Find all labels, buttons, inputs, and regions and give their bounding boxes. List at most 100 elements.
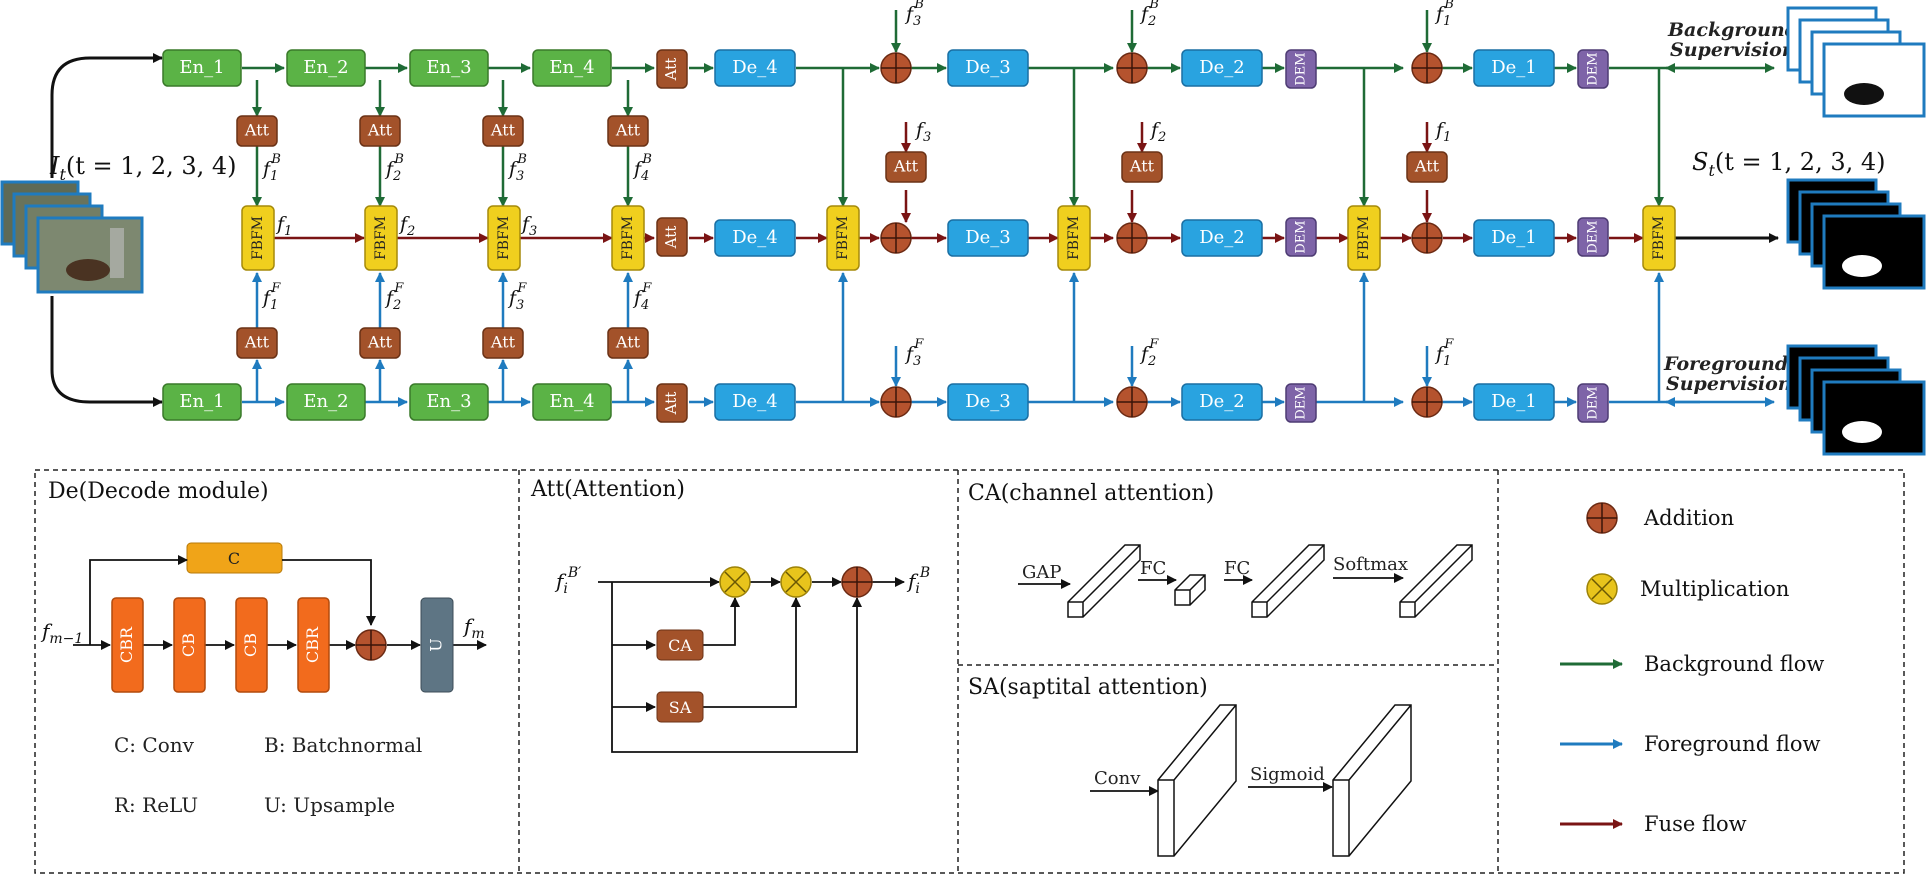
att-fg-4 — [607, 327, 649, 359]
fbfm-3 — [487, 205, 521, 271]
en-top-2-label: En_2 — [303, 57, 348, 78]
dem-top-2-label: DEM — [1586, 52, 1601, 85]
feat-ff-3: f3F — [507, 281, 527, 313]
fuse-row — [272, 122, 1779, 243]
ca-bar-2 — [1174, 574, 1206, 606]
de-panel-title: De(Decode module) — [48, 479, 269, 504]
foreground-row — [242, 272, 1775, 407]
att-bg-1 — [236, 115, 278, 147]
de-bot-2 — [947, 383, 1029, 421]
fused-output-masks — [1786, 178, 1926, 290]
de-input-label: fm−1 — [40, 619, 83, 647]
sa-block-1 — [1157, 704, 1237, 857]
ca-panel: CA(channel attention) GAP FC FC Softmax — [968, 481, 1473, 618]
bg-supervision-line1: Background — [1667, 19, 1798, 41]
dem-top-1-label: DEM — [1294, 52, 1309, 85]
de-top-4-label: De_1 — [1491, 57, 1537, 78]
de-bot-4-label: De_1 — [1491, 391, 1537, 412]
dem-bot-5 — [1285, 383, 1317, 423]
dem-top-2 — [1577, 49, 1609, 89]
dem-mid-3 — [1285, 217, 1317, 257]
de-bot-3 — [1181, 383, 1263, 421]
lower-panels — [34, 469, 1905, 874]
de-top-3 — [1181, 49, 1263, 87]
dem-bot-6 — [1577, 383, 1609, 423]
att-fg-1 — [236, 327, 278, 359]
fbfm-2-label: FBFM — [373, 216, 389, 260]
feat-skip-m-2: f2 — [1149, 119, 1166, 145]
feat-skip-f-1: f3F — [904, 337, 924, 369]
input-frames — [0, 180, 144, 294]
input-to-bg-arrow — [50, 53, 163, 178]
dem-mid-4-label: DEM — [1586, 220, 1601, 253]
de-note-upsample: U: Upsample — [264, 793, 395, 817]
input-to-fg-arrow — [50, 296, 163, 407]
att-fuse-3 — [1406, 151, 1448, 183]
en-top-2 — [286, 49, 366, 87]
feat-skip-f-2: f2F — [1139, 337, 1159, 369]
de-bot-2-label: De_3 — [965, 391, 1011, 412]
fbfm-dec-3 — [1347, 205, 1381, 271]
feat-ff-2: f2F — [384, 281, 404, 313]
att-bg-3 — [482, 115, 524, 147]
feat-ff-1: f1F — [261, 281, 281, 313]
att-fuse-1-label: Att — [893, 157, 919, 176]
de-block-2-label: CB — [179, 633, 198, 657]
att-ca-block — [656, 629, 704, 661]
fg-supervision-line2: Supervision — [1666, 373, 1792, 395]
feat-fb-2: f2B — [384, 152, 404, 184]
att-output-label: fiB — [906, 565, 930, 597]
en-top-1-label: En_1 — [179, 57, 224, 78]
dem-bot-5-label: DEM — [1294, 386, 1309, 419]
de-mid-2 — [947, 219, 1029, 257]
att-multiply-2 — [780, 566, 812, 598]
fbfm-3-label: FBFM — [496, 216, 512, 260]
fbfm-1 — [241, 205, 275, 271]
en-bot-3-label: En_3 — [426, 391, 471, 412]
en-top-3 — [409, 49, 489, 87]
feat-skip-b-2: f2B — [1139, 0, 1159, 29]
legend-multiplication-icon — [1586, 573, 1618, 605]
en-bot-2-label: En_2 — [303, 391, 348, 412]
att-fuse-2-label: Att — [1129, 157, 1155, 176]
att-fg-2 — [359, 327, 401, 359]
legend-fuse-flow: Fuse flow — [1644, 812, 1747, 836]
fbfm-dec-3-label: FBFM — [1356, 216, 1372, 260]
sa-panel: SA(saptital attention) Conv Sigmoid — [968, 675, 1412, 857]
sa-block-2 — [1332, 704, 1412, 857]
en-top-4 — [532, 49, 612, 87]
de-top-3-label: De_2 — [1199, 57, 1245, 78]
feat-fb-1: f1B — [261, 152, 281, 184]
att-pre-de4-mid-label: Att — [662, 226, 680, 250]
de-mid-1 — [714, 219, 796, 257]
att-bg-1-label: Att — [244, 121, 270, 140]
att-bg-4 — [607, 115, 649, 147]
att-fuse-3-label: Att — [1414, 157, 1440, 176]
att-ca-label: CA — [668, 636, 692, 655]
fbfm-dec-1-label: FBFM — [835, 216, 851, 260]
feat-fb-4: f4B — [632, 152, 652, 184]
att-fg-3-label: Att — [490, 333, 516, 352]
ca-fc2-label: FC — [1224, 558, 1250, 579]
de-block-4-label: CBR — [303, 626, 322, 663]
att-pre-de4-top-label: Att — [662, 58, 680, 82]
legend-foreground-flow: Foreground flow — [1644, 732, 1820, 756]
att-sa-label: SA — [669, 698, 692, 717]
att-multiply-1 — [719, 566, 751, 598]
feat-fuse-2: f2 — [398, 213, 415, 239]
de-mid-4-label: De_1 — [1491, 227, 1537, 248]
legend: Addition Multiplication Background flow … — [1560, 502, 1824, 836]
att-input-label: fiB′ — [554, 565, 582, 597]
att-fuse-2 — [1121, 151, 1163, 183]
att-fg-3 — [482, 327, 524, 359]
legend-background-flow: Background flow — [1644, 652, 1824, 676]
de-block-1-label: CBR — [117, 626, 136, 663]
ca-panel-title: CA(channel attention) — [968, 481, 1214, 506]
sa-panel-title: SA(saptital attention) — [968, 675, 1208, 700]
fbfm-dec-1 — [826, 205, 860, 271]
de-mid-3 — [1181, 219, 1263, 257]
att-fg-4-label: Att — [615, 333, 641, 352]
